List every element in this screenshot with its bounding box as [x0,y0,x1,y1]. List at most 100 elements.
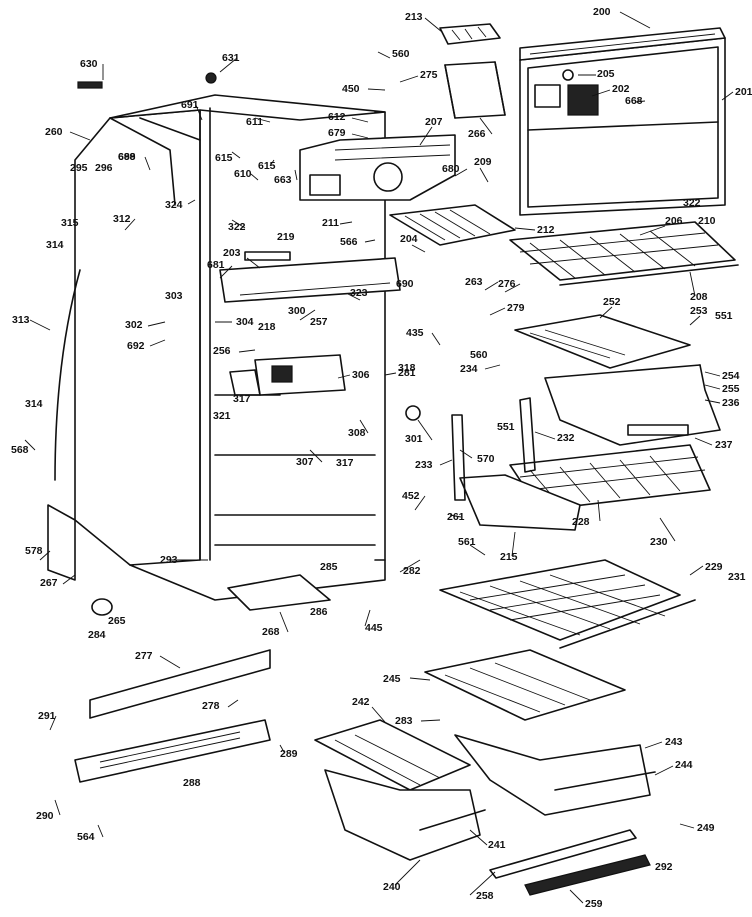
callout-284: 284 [88,629,106,641]
callout-283: 283 [395,715,413,727]
callout-663: 663 [274,174,292,186]
meat-pan [544,364,721,446]
callout-244: 244 [675,759,693,771]
callout-209: 209 [474,156,492,168]
callout-240: 240 [383,881,401,893]
leader-line [54,799,61,816]
callout-698: 698 [118,151,136,163]
callout-268: 268 [262,626,280,638]
leader-line [399,75,419,83]
callout-322: 322 [228,221,246,233]
callout-275: 275 [420,69,438,81]
shelf-229 [439,559,696,649]
leader-line [704,371,721,377]
leader-line [409,677,431,681]
callout-266: 266 [468,128,486,140]
evaporator-cover [299,134,456,201]
leader-line [364,609,371,627]
callout-279: 279 [507,302,525,314]
leader-line [511,531,516,557]
leader-line [704,384,721,390]
leader-line [469,544,486,556]
refrigerator-cabinet [47,94,386,601]
leader-line [439,459,453,466]
leader-line [299,309,316,321]
leader-line [459,449,473,459]
leader-line [339,221,353,225]
leader-line [420,719,441,722]
leader-line [24,439,36,451]
shelf-ladder [451,414,466,501]
drain-pan-268 [227,574,331,611]
crisper-drawer-243 [454,734,656,816]
leader-line [704,399,721,404]
leader-line [97,824,104,838]
callout-213: 213 [405,11,423,23]
leader-line [279,611,289,633]
callout-450: 450 [342,83,360,95]
callout-265: 265 [108,615,126,627]
callout-281: 281 [398,367,416,379]
leader-line [69,131,91,141]
leader-line [246,257,261,269]
leader-line [250,173,259,181]
callout-277: 277 [135,650,153,662]
knob-301 [405,405,421,421]
leader-line [424,17,443,33]
callout-323: 323 [350,287,368,299]
callout-314: 314 [25,398,43,410]
leader-line [414,495,426,511]
leader-line [484,281,499,291]
callout-267: 267 [40,577,58,589]
leader-line [689,315,701,326]
callout-278: 278 [202,700,220,712]
ice-bin [444,61,506,119]
callout-260: 260 [45,126,63,138]
callout-234: 234 [460,363,478,375]
callout-689: 689 [118,151,136,163]
callout-230: 230 [650,536,668,548]
leader-line [62,574,76,585]
callout-291: 291 [38,710,56,722]
callout-215: 215 [500,551,518,563]
leader-line [399,559,421,573]
callout-293: 293 [160,554,178,566]
leader-line [721,91,734,101]
leader-line [635,100,646,103]
leader-line [411,244,426,253]
callout-233: 233 [415,459,433,471]
leader-line [591,89,611,97]
callout-296: 296 [95,162,113,174]
leader-line [144,156,151,171]
leader-line [371,706,386,723]
leader-line [659,517,676,542]
callout-452: 452 [402,490,420,502]
leader-line [384,372,397,376]
drain-tube-313 [54,269,81,481]
callout-288: 288 [183,777,201,789]
leader-line [479,167,489,183]
callout-245: 245 [383,673,401,685]
grille-288 [74,719,271,783]
leader-line [431,332,441,346]
callout-690: 690 [396,278,414,290]
leader-line [569,889,584,904]
callout-680: 680 [442,163,460,175]
callout-306: 306 [352,369,370,381]
callout-210: 210 [698,215,716,227]
callout-212: 212 [537,224,555,236]
callout-241: 241 [488,839,506,851]
leader-line [309,449,323,463]
leader-line [504,283,521,293]
leader-line [639,225,666,236]
callout-259: 259 [585,898,603,910]
control-housing [219,251,401,396]
callout-218: 218 [258,321,276,333]
callout-263: 263 [465,276,483,288]
callout-435: 435 [406,327,424,339]
leader-line [484,364,501,370]
callout-578: 578 [25,545,43,557]
crisper-drawer-240 [324,769,486,861]
crisper-cover-242 [314,719,471,791]
